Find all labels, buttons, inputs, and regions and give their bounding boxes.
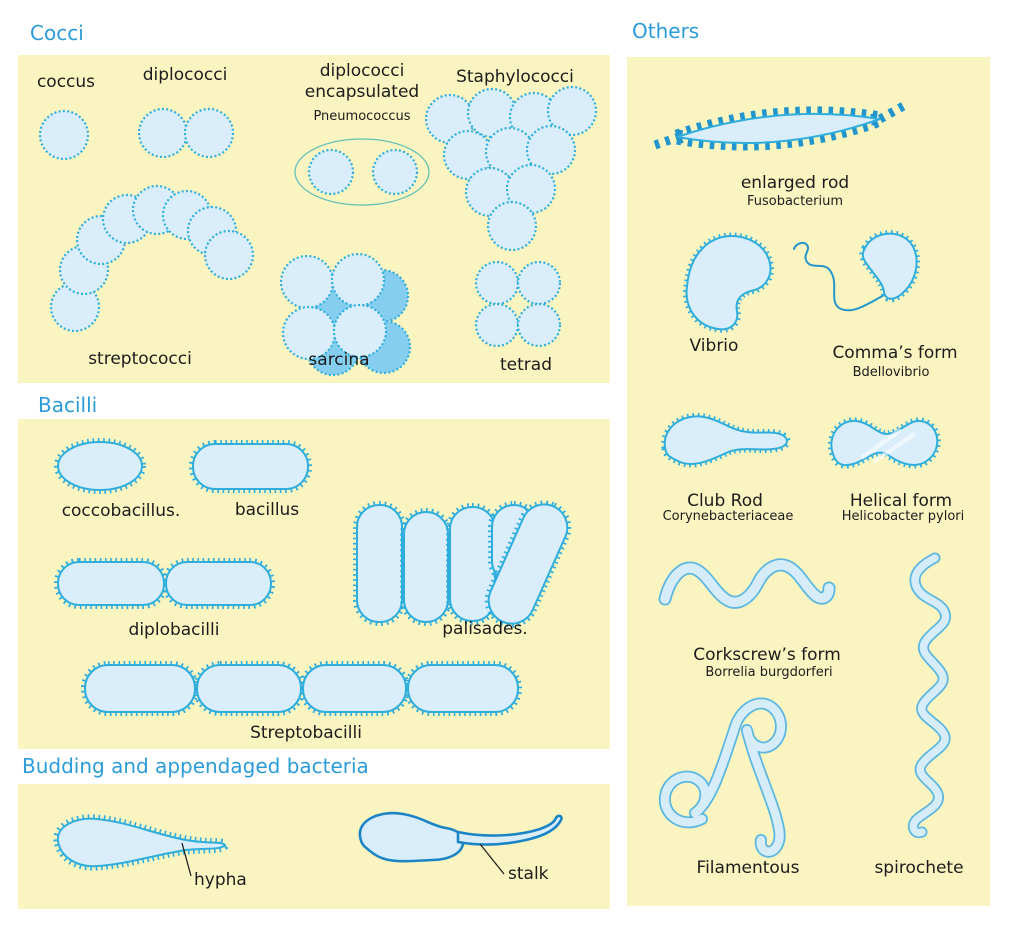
- label-filamentous: Filamentous: [696, 858, 800, 878]
- label-pneumococcus: Pneumococcus: [313, 109, 411, 124]
- tetrad-shape: [474, 260, 562, 348]
- coccobacillus-shape: [54, 438, 146, 494]
- label-bacillus: bacillus: [234, 500, 300, 520]
- label-helicobacter-pylori: Helicobacter pylori: [841, 509, 965, 524]
- label-corynebacteriaceae: Corynebacteriaceae: [662, 509, 794, 524]
- label-club-rod: Club Rod: [687, 491, 763, 511]
- label-diplococci-encapsulated: diplococci encapsulated: [304, 61, 420, 102]
- sarcina-shape: [279, 252, 412, 377]
- cocci-panel: coccus diplococci diplococci encapsulate…: [18, 55, 610, 383]
- others-panel: enlarged rod Fusobacterium Vibrio Comma’…: [627, 57, 990, 906]
- label-staphylococci: Staphylococci: [456, 67, 574, 87]
- label-diplobacilli: diplobacilli: [128, 620, 220, 640]
- label-corkscrews-form: Corkscrew’s form: [693, 645, 841, 665]
- label-coccobacillus: coccobacillus.: [61, 501, 181, 521]
- label-spirochete: spirochete: [874, 858, 964, 878]
- section-title-cocci: Cocci: [30, 21, 84, 45]
- palisades-shape: [353, 500, 572, 628]
- diplobacilli-shape: [54, 558, 275, 609]
- section-title-bacilli: Bacilli: [38, 393, 98, 417]
- budding-panel: hypha stalk: [18, 784, 610, 909]
- label-commas-form: Comma’s form: [832, 343, 958, 363]
- budding-shapes: [53, 811, 563, 877]
- label-streptococci: streptococci: [88, 349, 192, 369]
- label-helical-form: Helical form: [849, 491, 953, 511]
- label-bdellovibrio: Bdellovibrio: [852, 365, 930, 380]
- label-hypha: hypha: [194, 870, 247, 890]
- coccus-shape: [38, 109, 90, 161]
- section-title-budding: Budding and appendaged bacteria: [22, 754, 369, 778]
- label-vibrio: Vibrio: [689, 336, 739, 356]
- hypha-shape: [53, 814, 232, 877]
- staphylococci-shape: [424, 85, 598, 252]
- commas-form-shape: [793, 230, 921, 312]
- club-rod-shape: [661, 412, 791, 468]
- label-fusobacterium: Fusobacterium: [746, 194, 844, 209]
- others-shapes: [653, 100, 952, 858]
- bacillus-shape: [189, 440, 312, 493]
- diplococci-encapsulated-shape: [294, 138, 430, 206]
- bacilli-panel: coccobacillus. bacillus diplobacilli pal…: [18, 419, 610, 749]
- spirochete-shape: [907, 552, 952, 839]
- stalk-shape: [358, 811, 563, 875]
- label-sarcina: sarcina: [308, 350, 370, 370]
- streptococci-shape: [49, 184, 255, 333]
- label-coccus: coccus: [36, 72, 96, 92]
- label-borrelia-burgdorferi: Borrelia burgdorferi: [705, 665, 833, 680]
- enlarged-rod-shape: [653, 100, 910, 151]
- bacilli-shapes: [54, 438, 572, 716]
- helical-form-shape: [827, 417, 941, 469]
- label-tetrad: tetrad: [500, 355, 552, 375]
- diplococci-shape: [137, 107, 235, 159]
- label-streptobacilli: Streptobacilli: [250, 723, 362, 743]
- label-palisades: palisades.: [442, 619, 528, 639]
- section-title-others: Others: [632, 19, 700, 43]
- streptobacilli-shape: [81, 661, 522, 716]
- corkscrews-form-shape: [658, 558, 836, 609]
- vibrio-shape: [683, 232, 774, 333]
- filamentous-shape: [658, 697, 787, 858]
- label-stalk: stalk: [508, 864, 549, 884]
- cocci-shapes: [38, 85, 598, 377]
- label-diplococci: diplococci: [142, 65, 228, 85]
- label-enlarged-rod: enlarged rod: [740, 173, 850, 193]
